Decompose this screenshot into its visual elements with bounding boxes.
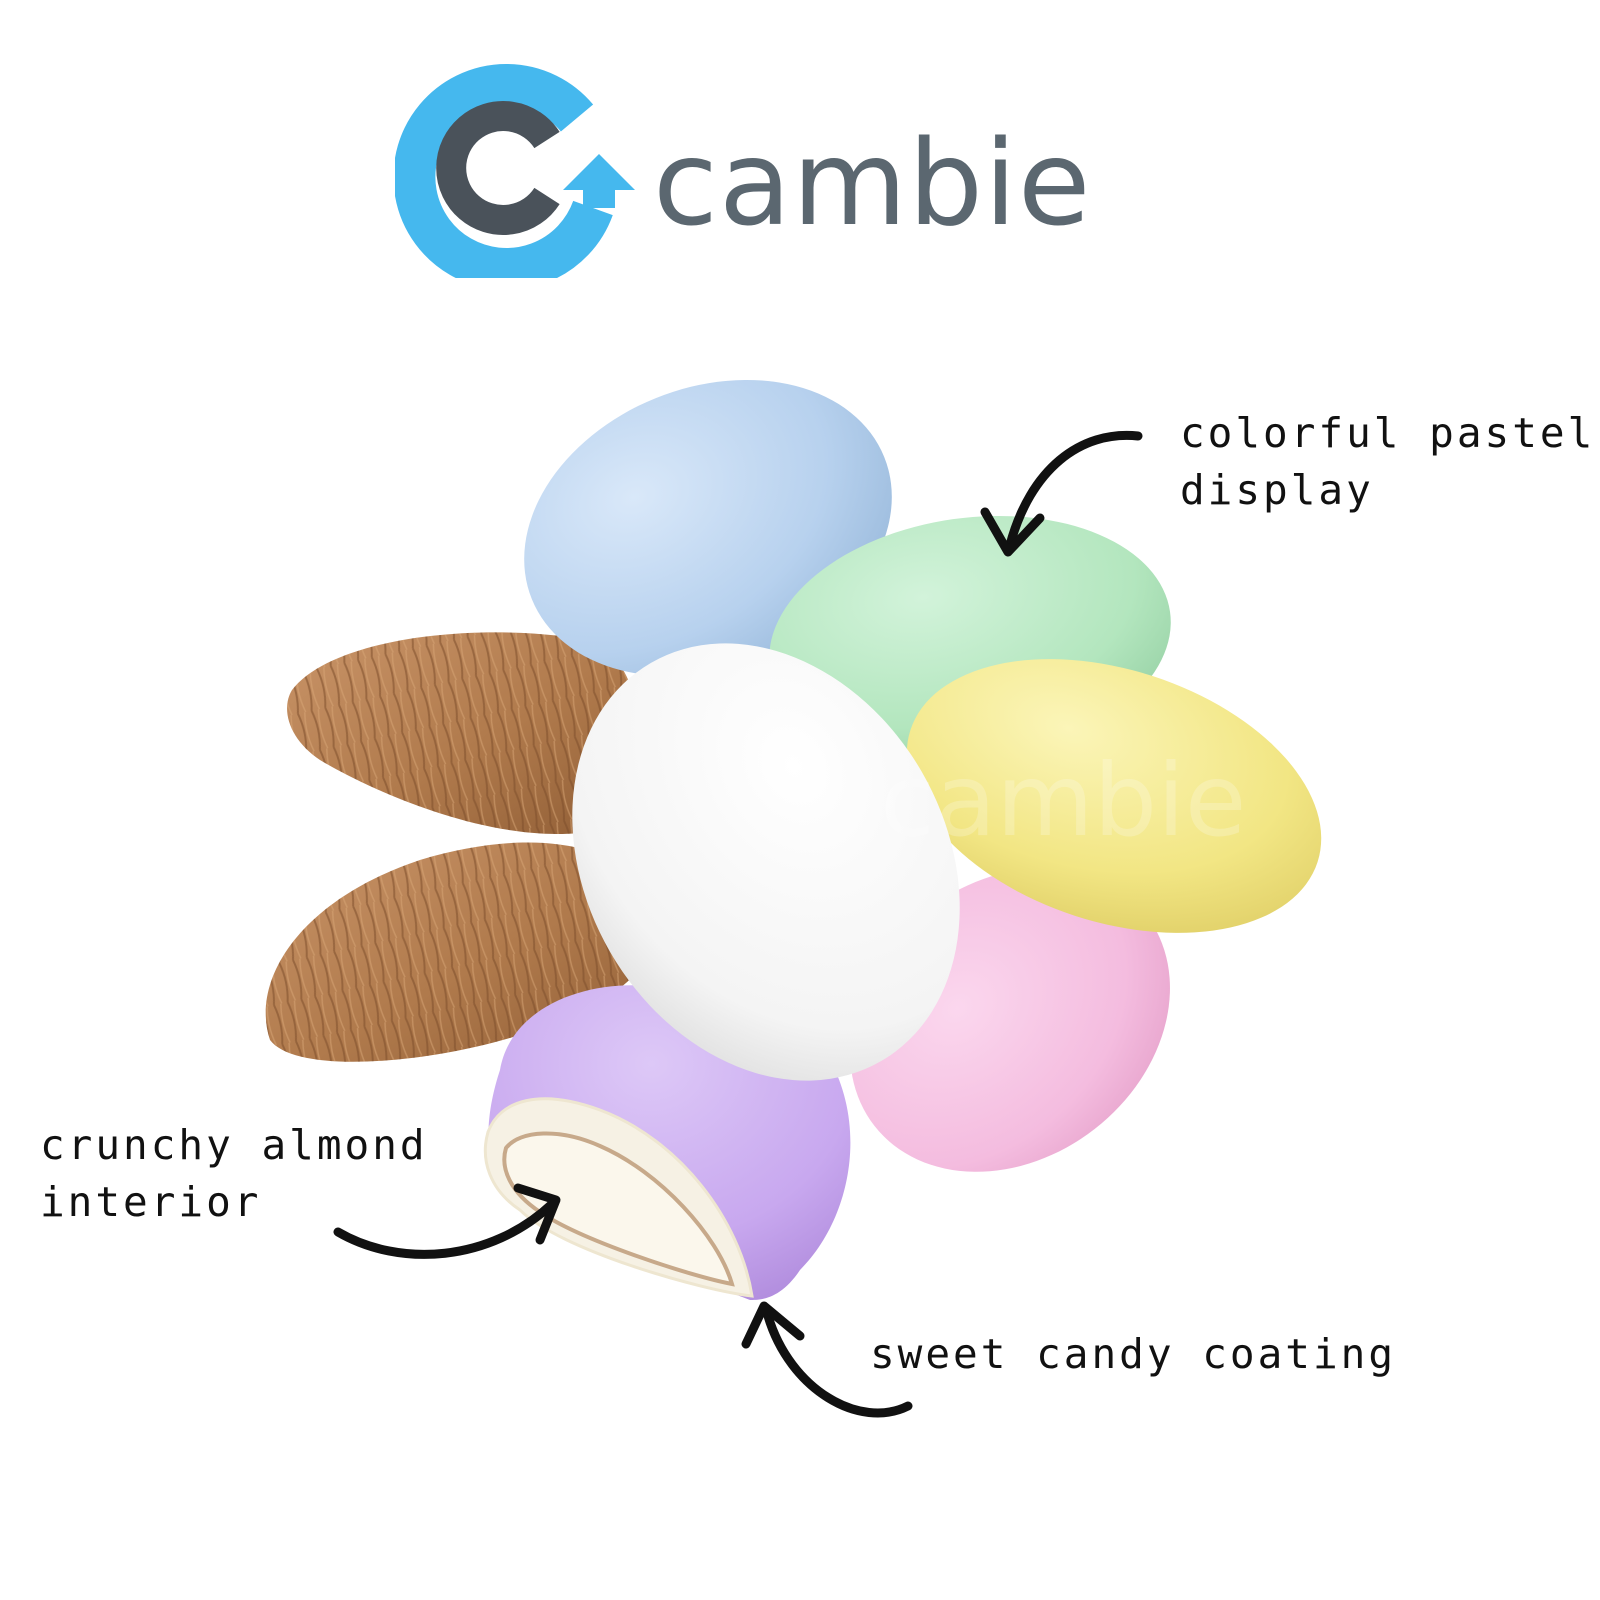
- yellow-candy: [906, 659, 1322, 933]
- callout-almond: crunchy almond interior: [40, 1117, 428, 1231]
- almond-arrow: [333, 1183, 561, 1259]
- callout-almond-line1: crunchy almond: [40, 1121, 428, 1169]
- callout-coating: sweet candy coating: [870, 1326, 1396, 1383]
- pastel-arrow: [980, 430, 1143, 557]
- brand-wordmark: cambie: [653, 114, 1092, 252]
- callout-pastel-line2: display: [1180, 466, 1374, 514]
- callout-pastel-line1: colorful pastel: [1180, 409, 1596, 457]
- coating-arrow: [741, 1301, 913, 1418]
- watermark: cambie: [880, 742, 1247, 859]
- brand-logo: cambie: [395, 58, 1155, 278]
- white-candy: [572, 643, 960, 1081]
- callout-pastel: colorful pastel display: [1180, 405, 1595, 519]
- callout-almond-line2: interior: [40, 1178, 262, 1226]
- cambie-logo-icon: [395, 63, 635, 278]
- almond-top: [287, 632, 641, 834]
- callout-coating-line1: sweet candy coating: [870, 1330, 1396, 1378]
